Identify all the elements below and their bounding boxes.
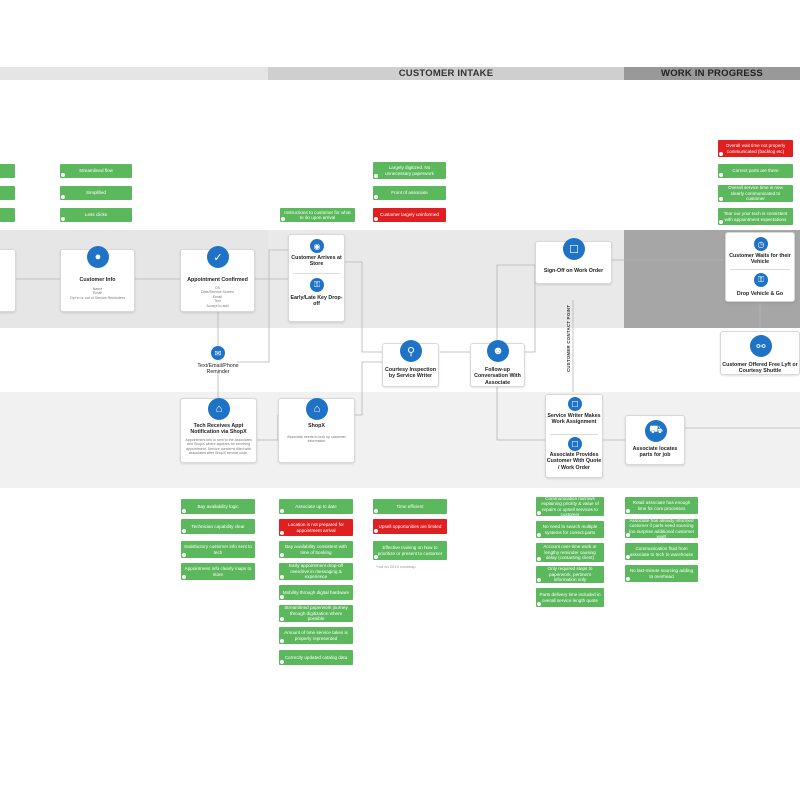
message-icon: ✉ — [211, 346, 225, 360]
note-communication-fluid: Communication fluid from associate to te… — [625, 543, 698, 560]
clock-icon: ◷ — [754, 237, 768, 251]
courtesy-inspection-title: Courtesy Inspection by Service Writer — [385, 367, 436, 380]
card-service-writer-group[interactable]: ☐ Service Writer Makes Work Assignment ☐… — [545, 394, 603, 478]
shopx-sub: Associate needs to look up customer info… — [287, 435, 346, 444]
card-customer-offered[interactable]: ⚯ Customer Offered Free Lyft or Courtesy… — [720, 331, 800, 375]
note-tech-consistent: Tear our your tech is consistent with ap… — [718, 208, 793, 225]
phase-work-in-progress: WORK IN PROGRESS — [624, 67, 800, 80]
note-catalog-data: Correctly updated catalog data — [279, 650, 353, 665]
note-time-represented: Amount of time service takes is properly… — [279, 627, 353, 644]
note-front-of-associate: Front of associate — [373, 186, 446, 200]
clipboard-icon: ☐ — [563, 238, 585, 260]
note-communication-upsell: Communication narrows explaining priorit… — [536, 496, 604, 517]
truck-icon: ⛟ — [645, 420, 667, 442]
customer-info-sub: Name Email Opt in or out of Service Remi… — [69, 287, 126, 300]
note-instructions: Instructions to customer for what to do … — [280, 208, 355, 222]
people-icon: ☻ — [487, 340, 509, 362]
note-edge — [0, 164, 15, 178]
check-icon: ✓ — [207, 246, 229, 268]
note-bay-availability: Bay availability logic — [181, 499, 255, 514]
note-wait-time: Overall wait time not properly communica… — [718, 140, 793, 157]
service-writer-title: Service Writer Makes Work Assignment — [547, 413, 601, 426]
note-required-steps: Only required steps to paperwork, pertin… — [536, 566, 604, 583]
note-overtime-work: Account over-time work or lengthy remind… — [536, 543, 604, 562]
note-service-time: Overall service time is now clearly comm… — [718, 185, 793, 202]
note-associate-up-to-date: Associate up to date — [279, 499, 353, 514]
note-simplified: Simplified — [60, 186, 132, 200]
note-last-minute: No last-minute sourcing adding to overhe… — [625, 565, 698, 582]
note-early-dropoff: Early appointment drop-off overdrive in … — [279, 563, 353, 580]
tech-receives-sub: Appointment info is sent to the associat… — [185, 438, 252, 456]
key-icon: ⚿ — [754, 273, 768, 287]
note-parts-delivery: Parts delivery time included in overall … — [536, 588, 604, 607]
car-icon: ⚯ — [750, 335, 772, 357]
card-sign-off[interactable]: ☐ Sign-Off on Work Order — [535, 238, 612, 284]
search-icon: ⚲ — [400, 340, 422, 362]
card-text-email-phone[interactable]: ✉ Text/Email/Phone Reminder — [195, 346, 241, 375]
card-shopx[interactable]: ⌂ ShopX Associate needs to look up custo… — [278, 398, 355, 463]
follow-up-title: Follow-up Conversation With Associate — [474, 367, 521, 386]
card-appointment-confirmed[interactable]: ✓ Appointment Confirmed OS Date/Service … — [180, 246, 255, 312]
phase-bar-left — [0, 67, 268, 80]
store-icon: ⌂ — [208, 398, 230, 420]
card-associate-locates[interactable]: ⛟ Associate locates parts for job — [625, 415, 685, 465]
note-largely-digitized: Largely digitized. No unnecessary paperw… — [373, 162, 446, 179]
note-mobility: Mobility through digital hardware — [279, 585, 353, 600]
sign-off-title: Sign-Off on Work Order — [543, 268, 604, 274]
customer-contact-point-label: CUSTOMER CONTACT POINT — [566, 304, 571, 372]
note-upsell-limited: Upsell opportunities are limited — [373, 519, 447, 534]
card-wip-group[interactable]: ◷ Customer Waits for their Vehicle ⚿ Dro… — [725, 232, 795, 302]
note-satisfactory-info: Satisfactory customer info sent to tech — [181, 541, 255, 558]
card-customer-info[interactable]: ● Customer Info Name Email Opt in or out… — [60, 246, 135, 312]
clipboard-icon: ☐ — [568, 437, 582, 451]
store-icon: ⌂ — [306, 398, 328, 420]
note-streamlined-paperwork: Streamlined paperwork journey through di… — [279, 605, 353, 622]
tech-receives-title: Tech Receives Appt Notification via Shop… — [190, 423, 247, 436]
note-effective-training: Effective training on how to prioritize … — [373, 541, 447, 560]
associate-locates-title: Associate locates parts for job — [632, 446, 678, 459]
customer-waits-title: Customer Waits for their Vehicle — [729, 253, 791, 266]
note-enough-time: Retail associate has enough time for cor… — [625, 497, 698, 514]
card-follow-up[interactable]: ☻ Follow-up Conversation With Associate — [470, 340, 525, 387]
early-late-title: Early/Late Key Drop-off — [290, 295, 343, 308]
key-icon: ⚿ — [310, 278, 324, 292]
card-courtesy-inspection[interactable]: ⚲ Courtesy Inspection by Service Writer — [382, 340, 439, 387]
note-edge — [0, 208, 15, 222]
note-correct-parts: Correct parts are there — [718, 164, 793, 178]
user-icon: ● — [87, 246, 109, 268]
customer-offered-title: Customer Offered Free Lyft or Courtesy S… — [722, 362, 798, 375]
card-customer-arrives-group[interactable]: ◉ Customer Arrives at Store ⚿ Early/Late… — [288, 234, 345, 322]
shopx-title: ShopX — [308, 423, 325, 429]
appointment-confirmed-title: Appointment Confirmed — [187, 277, 248, 283]
note-bay-consistent: Bay availability consistent with time of… — [279, 541, 353, 558]
note-customer-uninformed: Customer largely uninformed — [373, 208, 446, 222]
note-technician-capability: Technician capability clear — [181, 519, 255, 534]
clipboard-icon: ☐ — [568, 397, 582, 411]
note-no-search: No need to search multiple systems for c… — [536, 521, 604, 538]
drop-vehicle-title: Drop Vehicle & Go — [736, 291, 784, 297]
note-edge — [0, 186, 15, 200]
phase-customer-intake: CUSTOMER INTAKE — [268, 67, 624, 80]
roadmap-footnote: *not on 2019 roadmap — [376, 564, 416, 569]
card-tech-receives[interactable]: ⌂ Tech Receives Appt Notification via Sh… — [180, 398, 257, 463]
pin-icon: ◉ — [310, 239, 324, 253]
customer-arrives-title: Customer Arrives at Store — [291, 255, 342, 268]
text-email-phone-title: Text/Email/Phone Reminder — [197, 363, 239, 376]
appointment-confirmed-sub: OS Date/Service Screen Email Text Accept… — [201, 286, 234, 308]
note-streamlined-flow: Streamlined flow — [60, 164, 132, 178]
note-less-clicks: Less clicks — [60, 208, 132, 222]
card-cropped-left[interactable] — [0, 249, 16, 312]
note-time-efficient: Time efficient — [373, 499, 447, 514]
customer-info-title: Customer Info — [79, 277, 116, 283]
associate-provides-title: Associate Provides Customer With Quote /… — [546, 452, 602, 471]
note-location-not-prepared: Location is not prepared for appointment… — [279, 519, 353, 536]
note-informed-sourcing: Associate has already informed customer … — [625, 518, 698, 539]
note-appointment-info: Appointment info clearly maps to store — [181, 563, 255, 580]
